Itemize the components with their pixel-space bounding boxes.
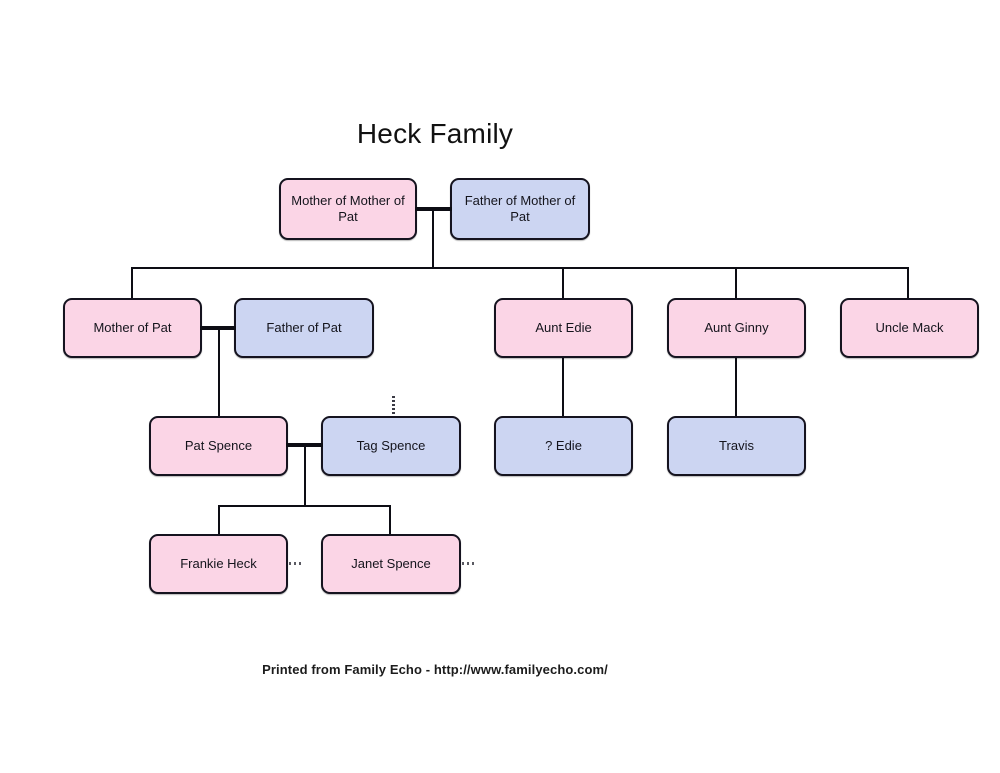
drop-to-janet-spence — [389, 505, 391, 535]
descent-stem-gen1 — [432, 209, 434, 269]
drop-to-frankie-heck — [218, 505, 220, 535]
sibling-bar-gen4 — [218, 505, 391, 507]
node-q-edie[interactable]: ? Edie — [494, 416, 633, 476]
sibling-bar-gen2 — [131, 267, 909, 269]
node-father-of-mother-of-pat[interactable]: Father of Mother of Pat — [450, 178, 590, 240]
node-travis[interactable]: Travis — [667, 416, 806, 476]
drop-to-aunt-ginny — [735, 267, 737, 299]
node-janet-spence[interactable]: Janet Spence — [321, 534, 461, 594]
node-mother-of-pat[interactable]: Mother of Pat — [63, 298, 202, 358]
node-father-of-pat[interactable]: Father of Pat — [234, 298, 374, 358]
footer-attribution: Printed from Family Echo - http://www.fa… — [262, 662, 608, 677]
node-uncle-mack[interactable]: Uncle Mack — [840, 298, 979, 358]
drop-to-aunt-edie — [562, 267, 564, 299]
descent-stem-pat-parents — [218, 328, 220, 418]
hidden-relative-marker-janet-spence — [462, 562, 477, 565]
descent-stem-aunt-ginny — [735, 358, 737, 418]
hidden-relative-marker-frankie-heck — [289, 562, 304, 565]
descent-stem-aunt-edie — [562, 358, 564, 418]
node-mother-of-mother-of-pat[interactable]: Mother of Mother of Pat — [279, 178, 417, 240]
node-pat-spence[interactable]: Pat Spence — [149, 416, 288, 476]
hidden-relative-marker-tag-spence — [392, 396, 395, 416]
node-tag-spence[interactable]: Tag Spence — [321, 416, 461, 476]
drop-to-mother-of-pat — [131, 267, 133, 299]
drop-to-uncle-mack — [907, 267, 909, 299]
page-title: Heck Family — [356, 117, 514, 149]
node-aunt-ginny[interactable]: Aunt Ginny — [667, 298, 806, 358]
descent-stem-pat-tag — [304, 445, 306, 507]
node-frankie-heck[interactable]: Frankie Heck — [149, 534, 288, 594]
node-aunt-edie[interactable]: Aunt Edie — [494, 298, 633, 358]
